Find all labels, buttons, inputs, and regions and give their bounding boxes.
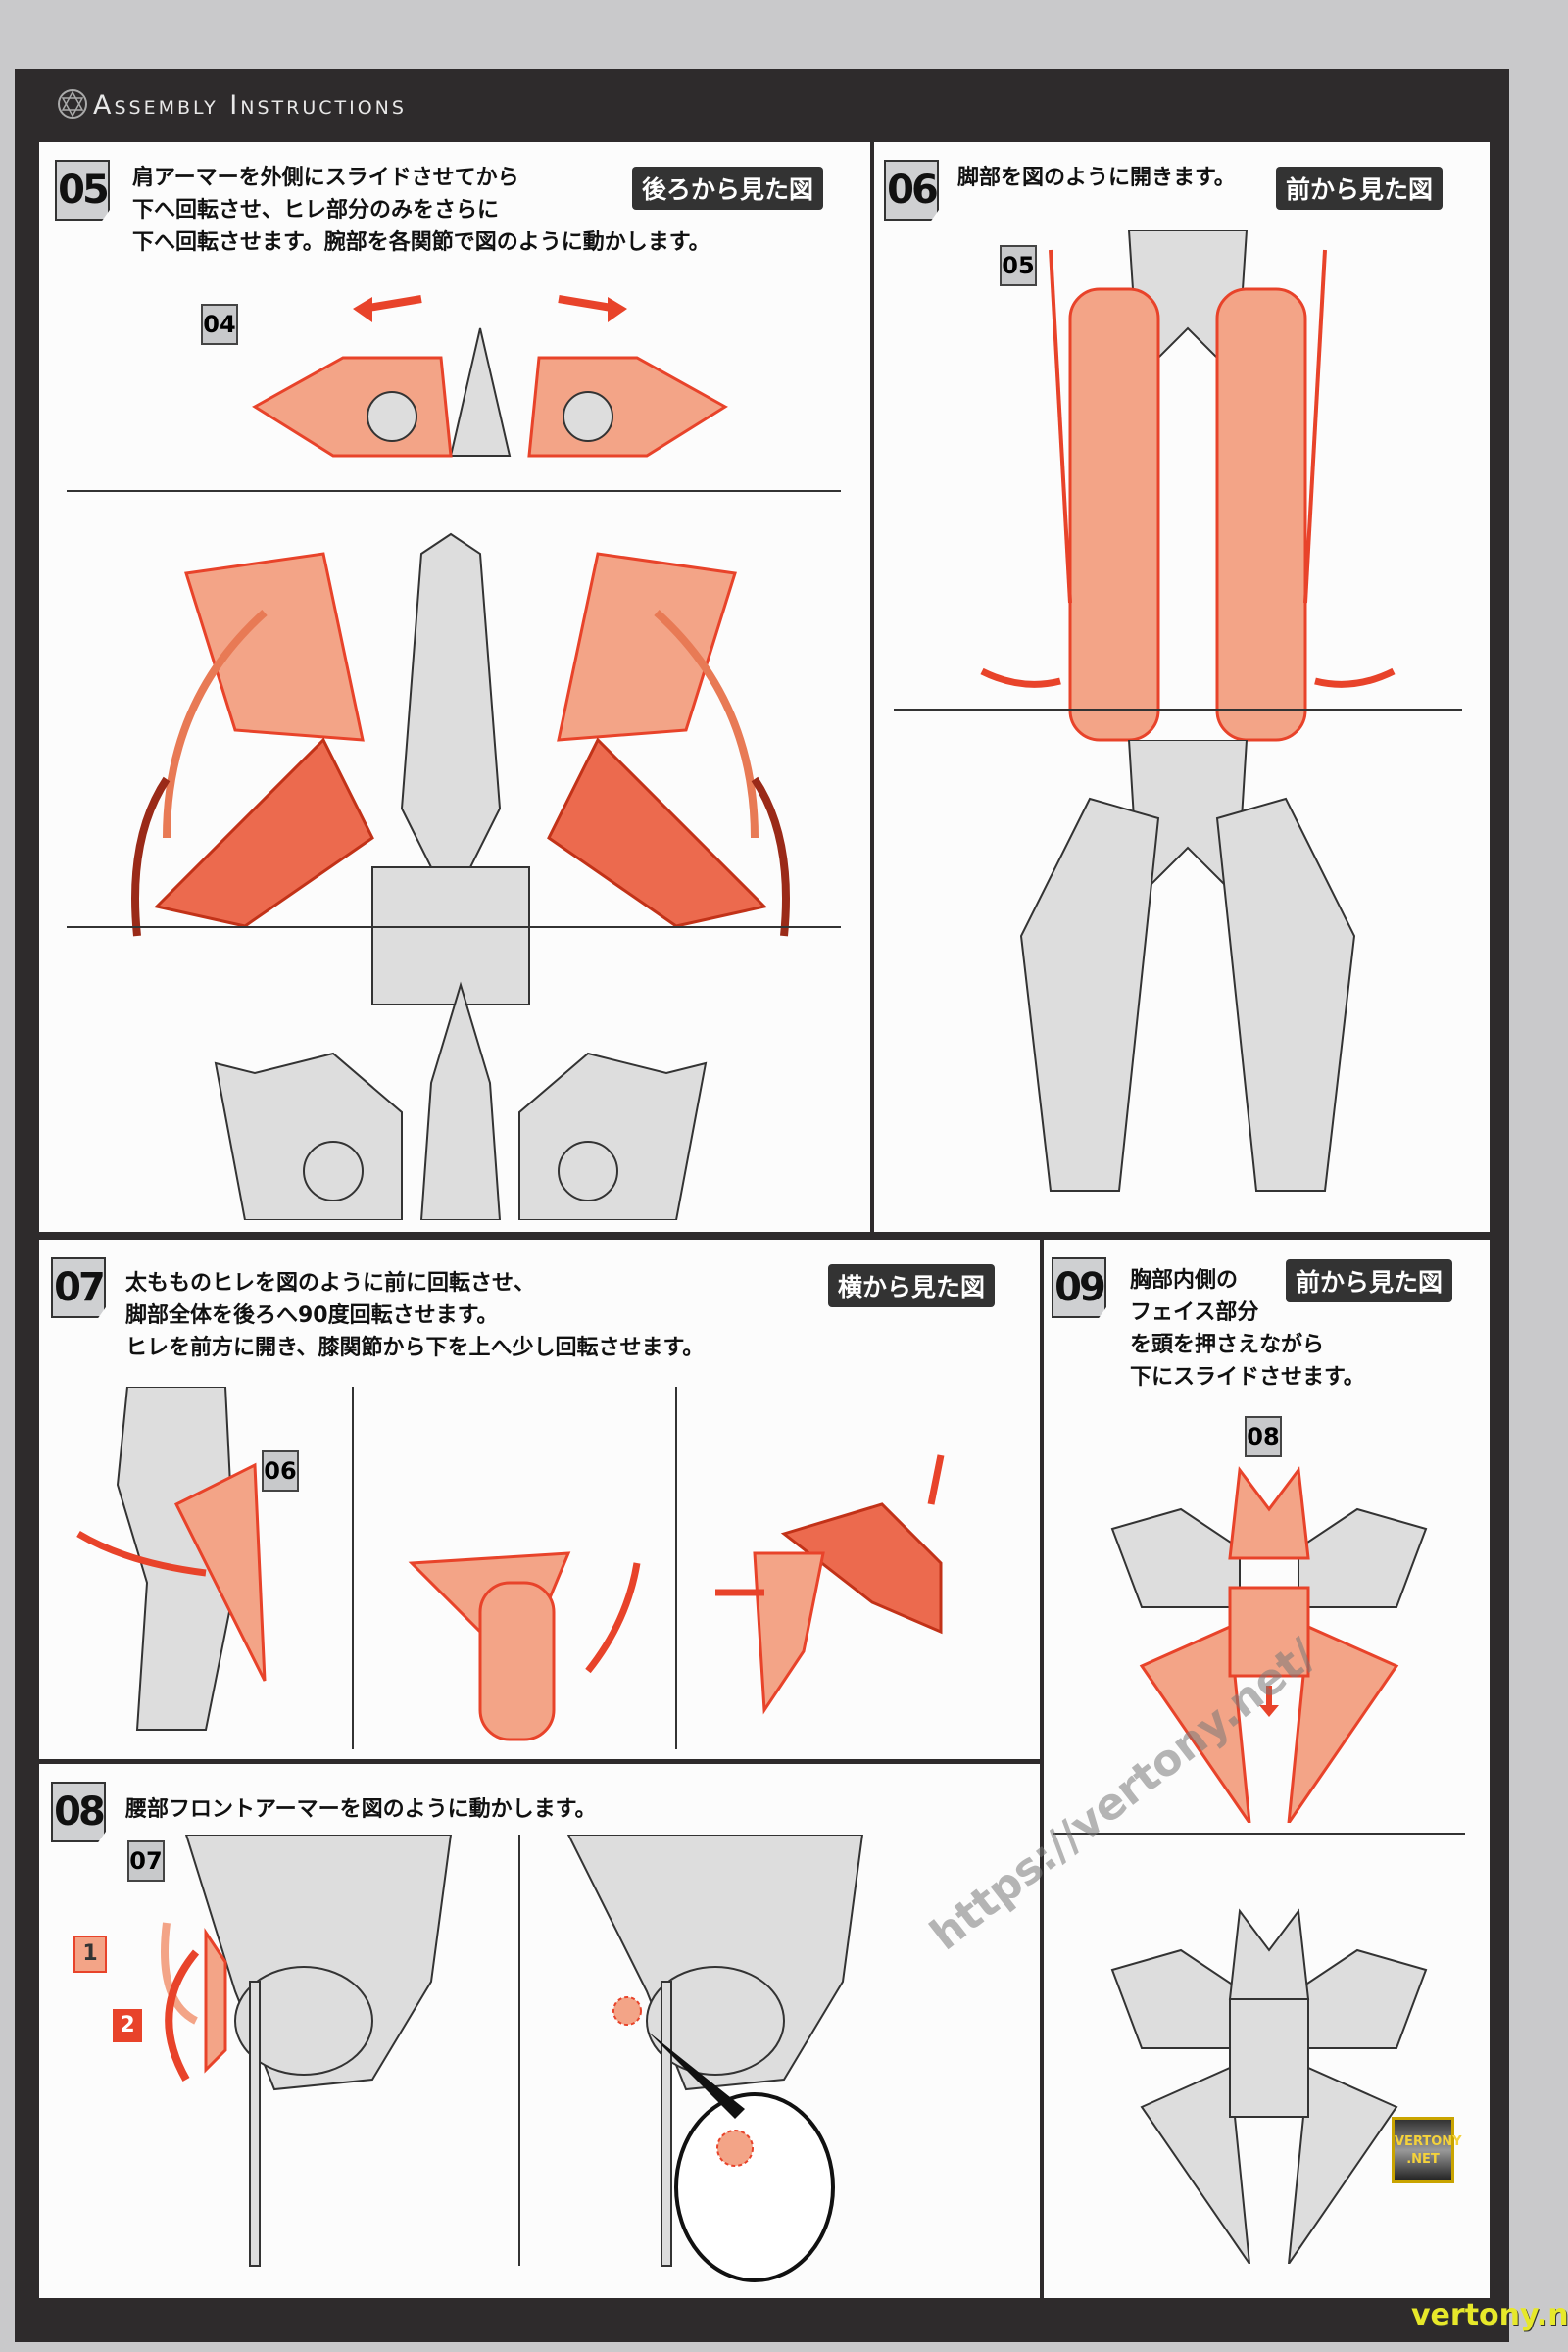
divider	[67, 490, 841, 492]
page-title: Assembly Instructions	[93, 90, 407, 121]
reference-step-number: 08	[1245, 1416, 1282, 1457]
face-result-illustration	[1110, 1908, 1428, 2264]
divider	[1054, 1833, 1465, 1835]
step-number: 08	[51, 1782, 106, 1842]
step-instructions: 太もものヒレを図のように前に回転させ、 脚部全体を後ろへ90度回転させます。 ヒ…	[125, 1271, 705, 1360]
footer-watermark: vertony.net	[1411, 2298, 1568, 2332]
step-09-panel: 09 胸部内側の フェイス部分 を頭を押さえながら 下にスライドさせます。 前か…	[1044, 1240, 1490, 2298]
step-number: 05	[55, 160, 110, 220]
view-badge: 横から見た図	[828, 1264, 996, 1307]
step-05-panel: 05 肩アーマーを外側にスライドさせてから 下へ回転させ、ヒレ部分のみをさらに …	[39, 142, 870, 1232]
step-instructions: 胸部内側の フェイス部分 を頭を押さえながら 下にスライドさせます。	[1130, 1268, 1365, 1390]
step-07-panel: 07 太もものヒレを図のように前に回転させ、 脚部全体を後ろへ90度回転させます…	[39, 1240, 1040, 1759]
leg-open-illustration	[980, 230, 1396, 742]
reference-step-number: 06	[262, 1450, 299, 1492]
order-marker-2: 2	[113, 2009, 142, 2042]
step-number: 09	[1052, 1257, 1106, 1318]
step-instructions: 脚部を図のように開きます。	[957, 166, 1236, 190]
reference-step-number: 07	[127, 1840, 165, 1882]
reference-step-number: 04	[201, 304, 238, 345]
divider	[894, 709, 1462, 710]
order-marker-1: 1	[74, 1936, 107, 1973]
result-back-view-illustration	[214, 981, 708, 1220]
view-badge: 前から見た図	[1286, 1259, 1453, 1302]
vertony-logo: VERTONY .NET	[1392, 2117, 1462, 2183]
step-number: 06	[884, 160, 939, 220]
arm-rotation-illustration	[131, 532, 790, 1005]
step-number: 07	[51, 1257, 106, 1318]
hexagram-logo-icon	[58, 89, 87, 119]
step-06-panel: 06 脚部を図のように開きます。 前から見た図 05	[874, 142, 1490, 1232]
divider	[67, 926, 841, 928]
view-badge: 前から見た図	[1276, 167, 1444, 210]
reference-step-number: 05	[1000, 245, 1037, 286]
waist-armor-illustration	[161, 1835, 864, 2282]
step-instructions: 肩アーマーを外側にスライドさせてから 下へ回転させ、ヒレ部分のみをさらに 下へ回…	[132, 166, 710, 255]
step-08-panel: 08 腰部フロントアーマーを図のように動かします。 07 1 2	[39, 1764, 1040, 2298]
thigh-fin-rotation-illustration	[76, 1387, 945, 1749]
step-instructions: 腰部フロントアーマーを図のように動かします。	[125, 1797, 597, 1822]
shoulder-armor-illustration	[252, 295, 728, 458]
face-slide-illustration	[1110, 1466, 1428, 1823]
leg-result-illustration	[1019, 740, 1356, 1192]
view-badge: 後ろから見た図	[632, 167, 824, 210]
